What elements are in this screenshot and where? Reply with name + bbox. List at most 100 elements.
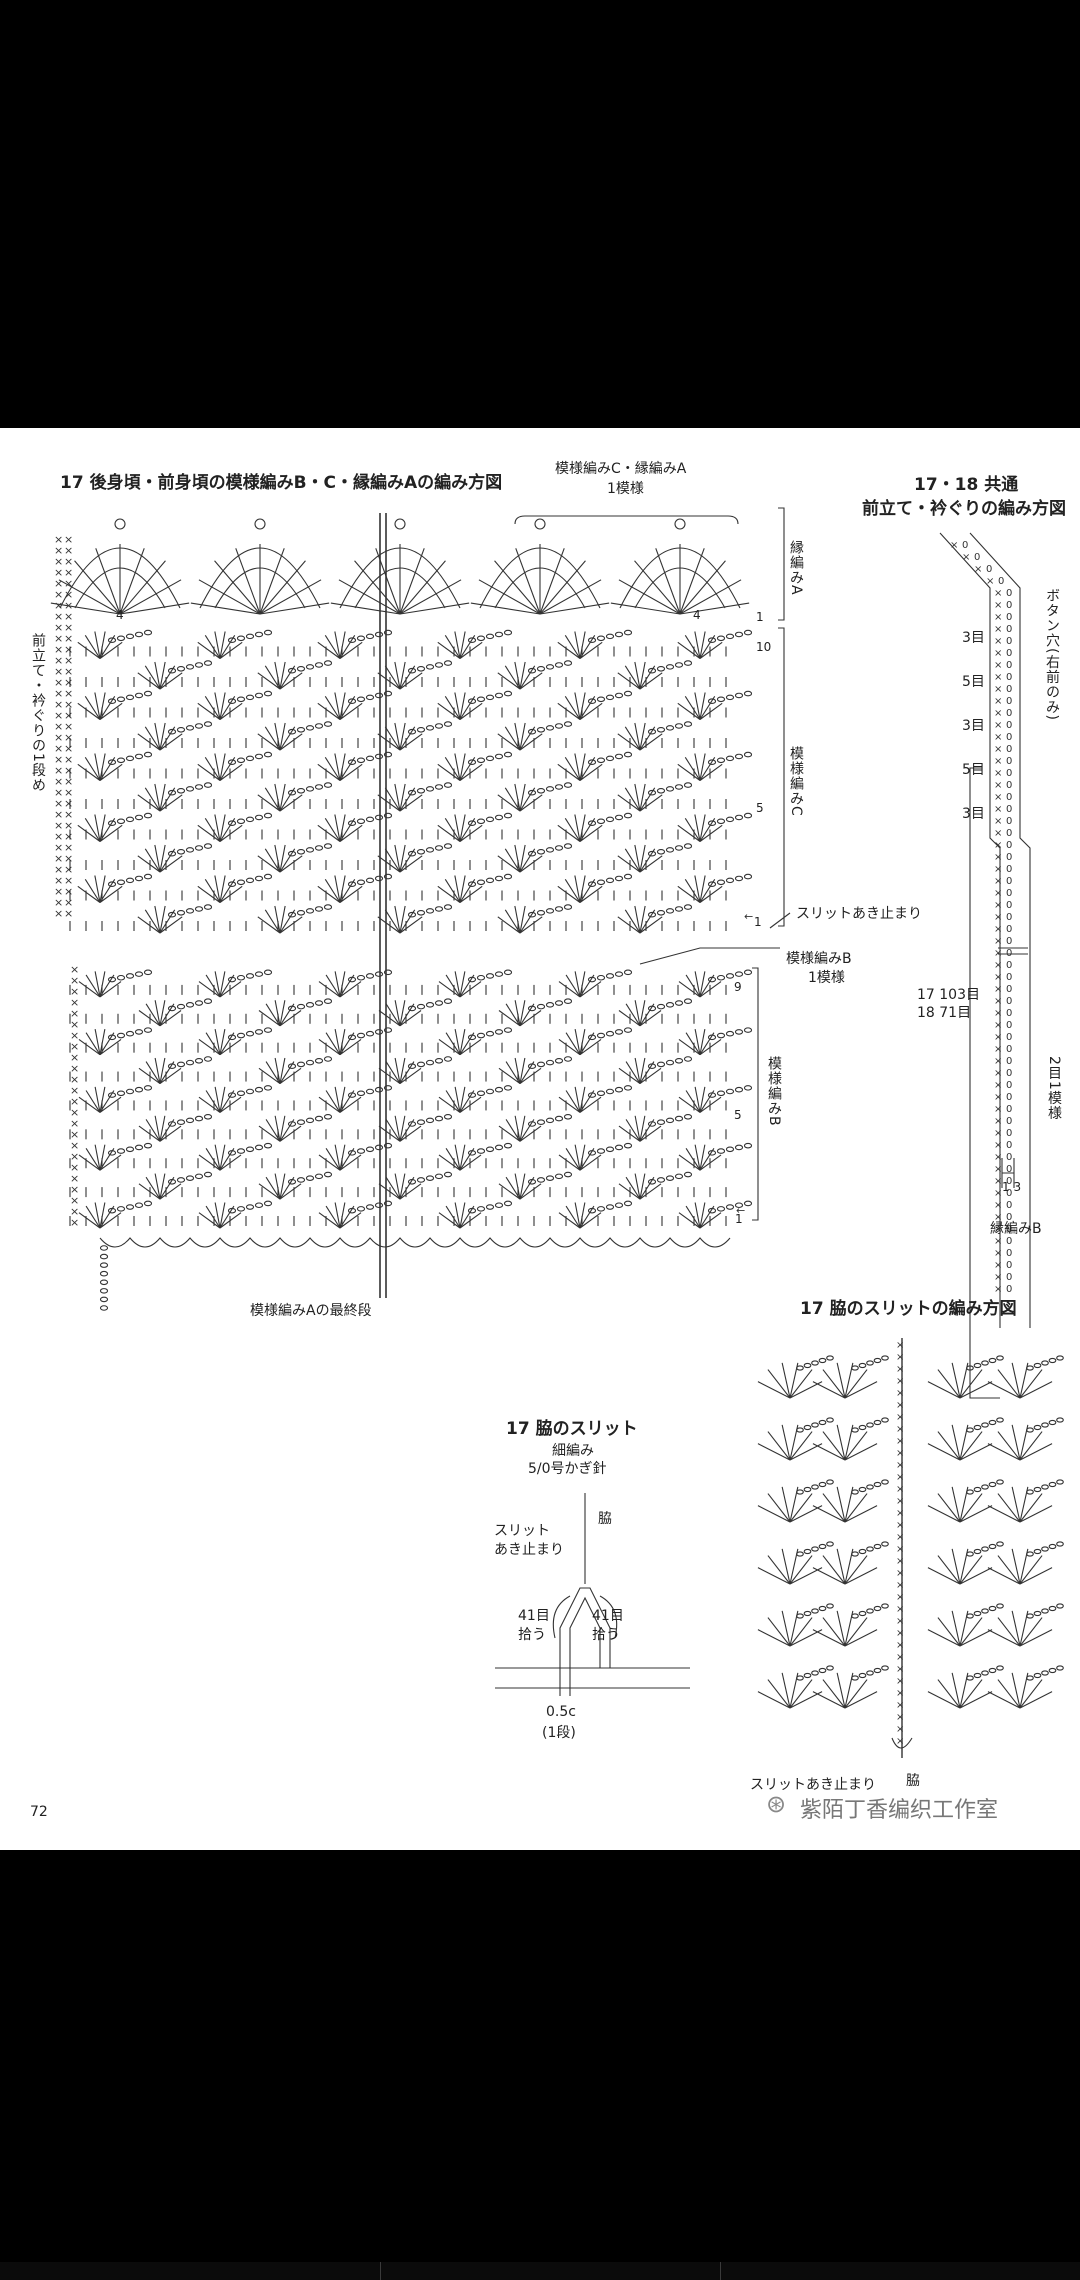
stitch-stroke [279, 1003, 295, 1027]
stitch-stroke [94, 1202, 101, 1229]
chain-stitch [1026, 1427, 1034, 1433]
sc-symbol: × [54, 577, 63, 590]
ch-symbol: 0 [1006, 1152, 1012, 1163]
chain-stitch [347, 1207, 357, 1214]
sc-symbol: × [896, 1652, 904, 1663]
chain-stitch [623, 873, 633, 880]
chain-stitch [287, 911, 297, 918]
chain-stitch [236, 696, 246, 703]
sc-symbol: × [994, 1272, 1002, 1283]
chain-stitch [287, 728, 297, 735]
chain-stitch [194, 1173, 204, 1180]
stitch-stroke [699, 1086, 706, 1113]
stitch-stroke [459, 974, 475, 998]
stitch-stroke [85, 1032, 101, 1055]
sc-symbol: × [994, 684, 1002, 695]
chain-stitch [485, 755, 495, 762]
stitch-stroke [399, 1057, 406, 1084]
stitch-stroke [204, 757, 221, 781]
stitch-stroke [257, 672, 281, 690]
stitch-stroke [219, 696, 236, 720]
chain-stitch [707, 976, 717, 983]
stitch-stroke [684, 696, 701, 720]
ch-symbol: 0 [1006, 1032, 1012, 1043]
stitch-stroke [699, 692, 706, 720]
chain-stitch [858, 1672, 867, 1679]
sc-symbol: × [994, 624, 1002, 635]
stitch-stroke [99, 1038, 122, 1056]
stitch-stroke [99, 753, 106, 781]
chain-stitch [416, 849, 426, 855]
slit-side-label: 脇 [598, 1511, 612, 1527]
chain-stitch [467, 1034, 477, 1041]
section-bracket [778, 627, 785, 927]
stitch-stroke [574, 1202, 581, 1229]
stitch-stroke [204, 818, 221, 842]
stitch-stroke [558, 981, 581, 998]
chain-stitch [826, 1417, 834, 1423]
chain-stitch [966, 1489, 974, 1495]
chain-stitch [263, 969, 273, 976]
chain-stitch [143, 1142, 153, 1149]
stitch-stroke [639, 916, 663, 934]
chain-stitch [425, 1117, 435, 1124]
stitch-stroke [684, 635, 701, 659]
stitch-stroke [274, 905, 281, 934]
stitch-stroke [154, 783, 161, 812]
stitch-stroke [77, 763, 101, 781]
chain-stitch [563, 721, 573, 727]
stitch-stroke [137, 916, 161, 934]
stitch-stroke [959, 1617, 983, 1647]
chain-stitch [227, 698, 237, 704]
chain-stitch [107, 759, 117, 765]
chain-stitch [407, 728, 417, 735]
stitch-stroke [610, 602, 681, 615]
chain-stitch [503, 1085, 513, 1091]
ch-symbol: 0 [1006, 864, 1012, 875]
stitch-stroke [639, 848, 656, 873]
stitch-stroke [519, 794, 543, 812]
sc-symbol: × [896, 1472, 904, 1483]
chain-stitch [826, 1665, 834, 1671]
stitch-stroke [394, 1115, 401, 1142]
stitch-stroke [579, 1154, 602, 1171]
chain-stitch [383, 812, 393, 819]
stitch-stroke [197, 824, 221, 842]
ch-symbol: 0 [1006, 660, 1012, 671]
chain-stitch [665, 725, 675, 731]
stitch-stroke [959, 1369, 983, 1399]
chain-stitch [305, 908, 315, 914]
sc-symbol: × [64, 720, 73, 733]
stitch-stroke [1011, 1362, 1021, 1399]
stitch-stroke [514, 783, 521, 812]
stitch-stroke [279, 661, 286, 690]
chain-stitch [716, 1148, 726, 1154]
stitch-stroke [767, 1431, 791, 1461]
chain-stitch [1026, 1675, 1034, 1681]
stitch-stroke [399, 1183, 422, 1200]
chain-stitch [365, 633, 375, 640]
stitch-stroke [639, 726, 656, 751]
ch-symbol: 0 [1006, 996, 1012, 1007]
chain-stitch [811, 1546, 819, 1552]
chain-stitch [347, 759, 357, 765]
sc-symbol: × [54, 709, 63, 722]
chain-stitch [314, 1115, 324, 1122]
stitch-stroke [454, 814, 461, 842]
chain-stitch [973, 1362, 982, 1369]
stitch-stroke [219, 885, 243, 903]
ch-symbol: 0 [1006, 1224, 1012, 1235]
chain-stitch [536, 849, 546, 855]
chain-stitch [167, 1063, 177, 1070]
chain-stitch [647, 728, 657, 735]
chain-stitch [374, 971, 384, 977]
stitch-stroke [677, 885, 701, 903]
chain-stitch [245, 1204, 255, 1210]
stitch-stroke [564, 879, 581, 903]
stitch-stroke [214, 1086, 221, 1113]
chain-stitch [425, 664, 435, 670]
stitch-stroke [844, 1443, 878, 1461]
ch-symbol: 0 [1006, 984, 1012, 995]
chain-stitch [623, 751, 633, 758]
sc-symbol: × [896, 1640, 904, 1651]
